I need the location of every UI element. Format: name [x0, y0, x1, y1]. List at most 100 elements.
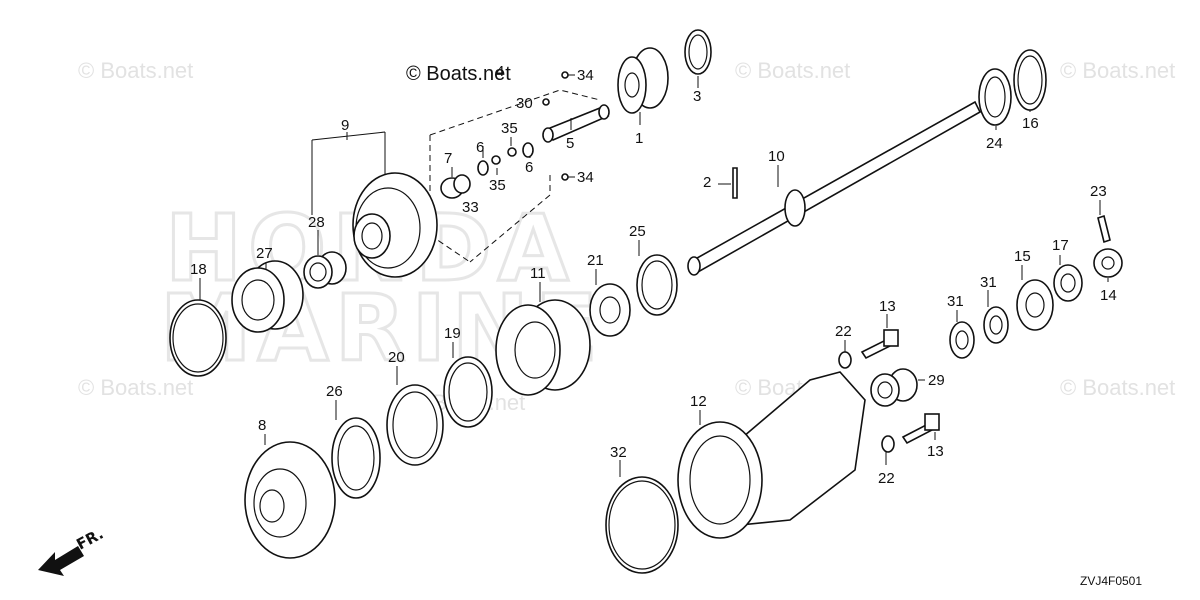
part-14-nut	[1093, 248, 1123, 278]
part-34-dot-b	[561, 173, 569, 181]
callout-22: 22	[835, 323, 852, 340]
callout-30: 30	[516, 95, 533, 112]
callout-35-b: 35	[489, 177, 506, 194]
part-32-ring-inner	[608, 480, 676, 570]
watermark: © Boats.net	[78, 375, 193, 400]
callout-20: 20	[388, 349, 405, 366]
callout-10: 10	[768, 148, 785, 165]
part-8-bevel-gear	[244, 441, 336, 559]
part-12-housing	[677, 371, 866, 539]
callout-13: 13	[879, 298, 896, 315]
part-31-seal	[983, 306, 1009, 344]
watermark: © Boats.net	[1060, 375, 1175, 400]
watermark: © Boats.net	[78, 58, 193, 83]
part-13-bolt-b-head	[924, 413, 940, 431]
part-7-plug	[440, 174, 471, 199]
callout-1: 1	[635, 130, 643, 147]
part-1-clutch	[617, 47, 669, 114]
part-35-ball	[507, 147, 517, 157]
part-19-ring-inner	[448, 362, 488, 422]
part-21-washer-inner	[599, 296, 621, 324]
part-17-washer	[1053, 264, 1083, 302]
callout-14: 14	[1100, 287, 1117, 304]
part-18-ring	[169, 299, 227, 377]
callout-labels: 1 2 3 4 5 6 6 7 8 9 10 11 12 13 13 14 15…	[190, 63, 1117, 487]
callout-28: 28	[308, 214, 325, 231]
watermark: © Boats.net	[1060, 58, 1175, 83]
leader-lines	[199, 74, 1109, 477]
part-23-cotter-pin	[1097, 214, 1111, 244]
part-29-needle-bearing	[870, 368, 918, 407]
part-20-ring-inner	[392, 391, 438, 459]
part-3-ring-inner	[688, 34, 708, 70]
callout-35: 35	[501, 120, 518, 137]
callout-8: 8	[258, 417, 266, 434]
callout-26: 26	[326, 383, 343, 400]
front-arrow-icon: FR.	[38, 525, 106, 576]
callout-31: 31	[980, 274, 997, 291]
part-32-ring	[605, 476, 679, 574]
part-35-ball-b	[491, 155, 501, 165]
callout-25: 25	[629, 223, 646, 240]
callout-24: 24	[986, 135, 1003, 152]
part-28-bearing	[303, 251, 347, 289]
part-27-bearing	[231, 260, 304, 333]
part-24-ring	[978, 68, 1012, 126]
callout-7: 7	[444, 150, 452, 167]
callout-3: 3	[693, 88, 701, 105]
callout-16: 16	[1022, 115, 1039, 132]
callout-33: 33	[462, 199, 479, 216]
part-15-spacer	[1016, 279, 1054, 331]
part-9-gear	[352, 172, 438, 278]
part-6-spring-b	[477, 160, 489, 176]
callout-17: 17	[1052, 237, 1069, 254]
part-22-washer	[838, 351, 852, 369]
part-13-bolt-head	[883, 329, 899, 347]
part-19-ring	[443, 356, 493, 428]
part-31-seal-inner	[989, 315, 1003, 335]
callout-22-b: 22	[878, 470, 895, 487]
callout-31-b: 31	[947, 293, 964, 310]
part-21-washer	[589, 283, 631, 337]
callout-2: 2	[703, 174, 711, 191]
callout-19: 19	[444, 325, 461, 342]
callout-21: 21	[587, 252, 604, 269]
part-11-bearing-holder	[495, 299, 591, 396]
callout-12: 12	[690, 393, 707, 410]
callout-5: 5	[566, 135, 574, 152]
part-10-propeller-shaft	[687, 100, 982, 276]
diagram-code: ZVJ4F0501	[1080, 574, 1142, 588]
callout-32: 32	[610, 444, 627, 461]
part-34-dot	[561, 71, 569, 79]
part-22-washer-b	[881, 435, 895, 453]
part-25-washer	[636, 254, 678, 316]
callout-13-b: 13	[927, 443, 944, 460]
callout-15: 15	[1014, 248, 1031, 265]
part-25-washer-inner	[641, 260, 673, 310]
callout-34: 34	[577, 67, 594, 84]
part-2-pin	[732, 167, 738, 199]
part-18-ring-inner	[172, 303, 224, 373]
part-26-washer-inner	[337, 425, 375, 491]
part-6-spring	[522, 142, 534, 158]
copyright-label: © Boats.net	[406, 63, 511, 85]
callout-4: 4	[496, 63, 504, 80]
callout-34-b: 34	[577, 169, 594, 186]
part-20-ring	[386, 384, 444, 466]
watermark: © Boats.net	[735, 58, 850, 83]
part-30-dot	[542, 98, 550, 106]
part-16-ring	[1013, 49, 1047, 111]
callout-29: 29	[928, 372, 945, 389]
part-31-seal-b	[949, 321, 975, 359]
callout-9: 9	[341, 117, 349, 134]
part-5-shaft	[542, 104, 610, 143]
callout-11: 11	[530, 265, 546, 282]
part-31-seal-b-inner	[955, 330, 969, 350]
callout-23: 23	[1090, 183, 1107, 200]
callout-6: 6	[476, 139, 484, 156]
callout-18: 18	[190, 261, 207, 278]
callout-6-b: 6	[525, 159, 533, 176]
part-24-ring-inner	[984, 76, 1006, 118]
callout-27: 27	[256, 245, 273, 262]
